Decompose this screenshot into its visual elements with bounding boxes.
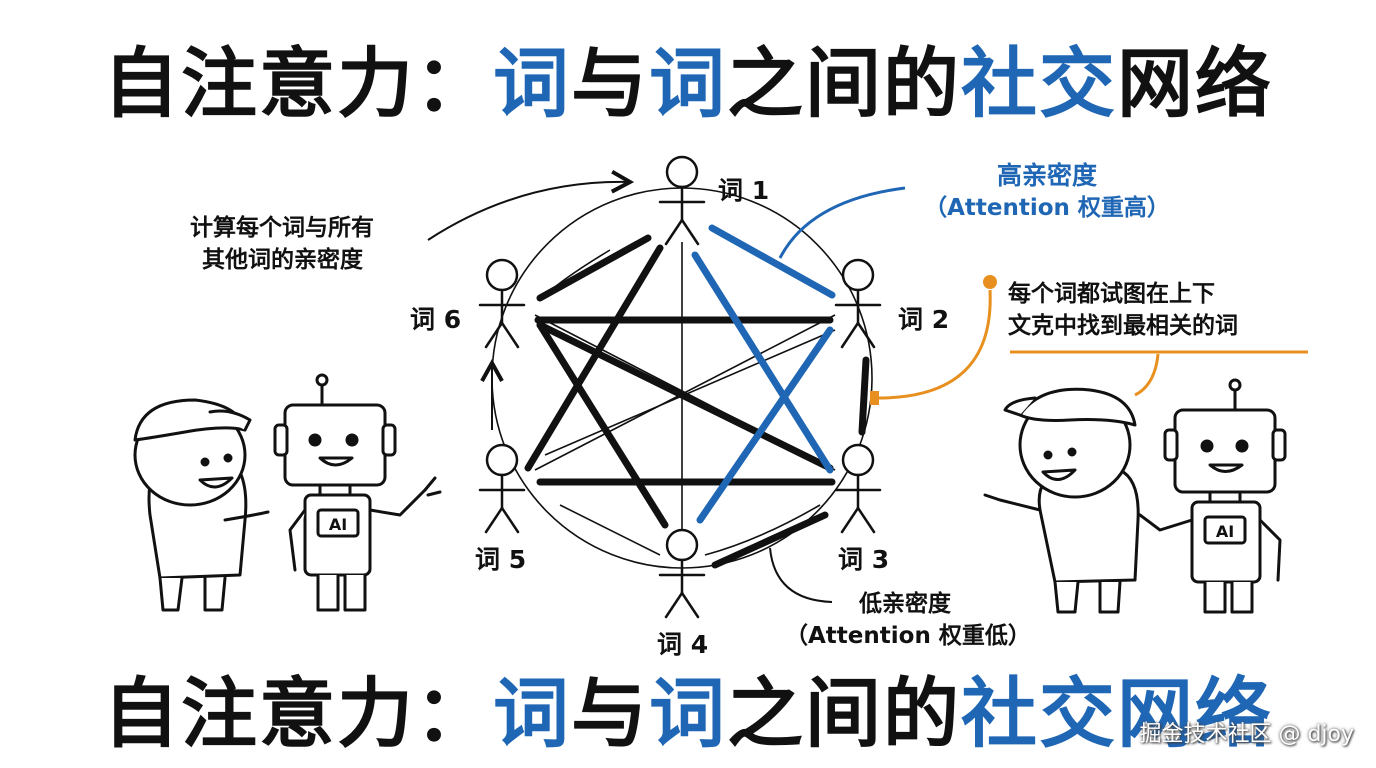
- word-label-6: 词 6: [410, 305, 462, 334]
- word-label-4: 词 4: [657, 630, 709, 659]
- title-segment: 词: [649, 39, 727, 128]
- title-bottom-segment: 与: [571, 669, 649, 758]
- note-high-affinity-line1: 高亲密度: [996, 161, 1097, 190]
- note-compute-affinity-line1: 计算每个词与所有: [190, 215, 374, 241]
- word-label-1: 词 1: [718, 176, 770, 205]
- word-label-3: 词 3: [838, 545, 890, 574]
- word-node-6-icon: [478, 258, 526, 349]
- title-bottom-segment: 之间的: [727, 669, 961, 758]
- note-high-affinity: 高亲密度 （Attention 权重高）: [922, 160, 1172, 224]
- note-high-affinity-line2: （Attention 权重高）: [924, 195, 1170, 221]
- title-segment: 与: [571, 39, 649, 128]
- boy-left-icon: [133, 398, 270, 612]
- note-low-affinity-line2: （Attention 权重低）: [785, 623, 1031, 649]
- robot-left-badge: AI: [329, 515, 347, 534]
- word-node-3-icon: [834, 443, 882, 534]
- word-node-4-icon: [658, 528, 706, 619]
- high-affinity-leader: [778, 186, 906, 259]
- title-bottom-segment: 词: [649, 669, 727, 758]
- robot-left-icon: [273, 373, 442, 612]
- title-segment: 自注意力：: [103, 39, 493, 128]
- note-context-line1: 每个词都试图在上下: [1008, 281, 1215, 307]
- word-nodes: [478, 155, 882, 619]
- strong-edges: [524, 234, 870, 569]
- page-title-bottom: 自注意力：词与词之间的社交网络: [0, 676, 1376, 752]
- word-label-2: 词 2: [898, 305, 950, 334]
- title-segment: 网络: [1117, 39, 1273, 128]
- note-low-affinity: 低亲密度 （Attention 权重低）: [785, 588, 1031, 652]
- page-title: 自注意力：词与词之间的社交网络: [0, 46, 1376, 122]
- curved-arrow: [427, 182, 628, 241]
- boy-right-icon: [983, 387, 1140, 614]
- title-bottom-segment: 自注意力：: [103, 669, 493, 758]
- watermark: 掘金技术社区 @ djoy: [1139, 722, 1354, 747]
- robot-right-badge: AI: [1216, 522, 1234, 541]
- word-node-5-icon: [478, 443, 526, 534]
- high-attention-edges: [691, 224, 836, 524]
- word-node-1-icon: [658, 155, 706, 246]
- low-affinity-leader: [769, 547, 833, 603]
- title-bottom-segment: 社交网络: [961, 669, 1273, 758]
- title-segment: 社交: [961, 39, 1117, 128]
- note-context-line2: 文克中找到最相关的词: [1008, 313, 1238, 339]
- title-segment: 之间的: [727, 39, 961, 128]
- robot-right-icon: [1138, 378, 1287, 614]
- title-bottom-segment: 词: [493, 669, 571, 758]
- note-low-affinity-line1: 低亲密度: [859, 591, 951, 617]
- context-callout: [870, 275, 1308, 405]
- note-compute-affinity-line2: 其他词的亲密度: [202, 247, 363, 273]
- note-context: 每个词都试图在上下 文克中找到最相关的词: [1008, 278, 1238, 342]
- word-label-5: 词 5: [475, 545, 527, 574]
- title-segment: 词: [493, 39, 571, 128]
- word-node-2-icon: [834, 258, 882, 349]
- note-compute-affinity: 计算每个词与所有 其他词的亲密度: [190, 212, 374, 276]
